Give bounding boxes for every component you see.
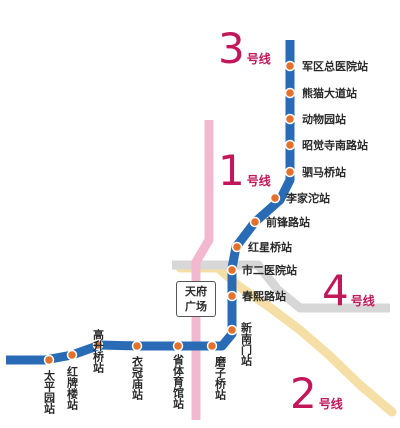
- tianfu-square-interchange[interactable]: 天府 广场: [176, 281, 216, 317]
- line-2-suffix: 号线: [318, 397, 343, 411]
- station-label-hongxingqiao: 红星桥站: [248, 241, 292, 254]
- station-dot-shengtiyu[interactable]: [172, 340, 184, 352]
- line-1-track: [191, 120, 214, 420]
- station-label-taipingyuan: 太平园站: [42, 370, 56, 414]
- station-dot-hongpailou[interactable]: [66, 349, 78, 361]
- station-label-dongwuyuan: 动物园站: [302, 113, 346, 126]
- station-label-gaoshengqiao: 高升桥站: [91, 329, 105, 373]
- line-4-number: 4: [322, 266, 349, 315]
- line-4-suffix: 号线: [350, 294, 375, 308]
- station-label-mozi: 磨子桥站: [213, 356, 227, 400]
- station-dot-xinnanmen[interactable]: [226, 324, 238, 336]
- station-label-xinnanmen: 新南门站: [239, 322, 253, 366]
- station-dot-junqu[interactable]: [284, 60, 296, 72]
- line-3-number: 3: [218, 24, 245, 73]
- station-dots: [43, 60, 296, 366]
- station-dot-yiguanmiao[interactable]: [131, 340, 143, 352]
- line-3-suffix: 号线: [246, 52, 271, 66]
- line-1-suffix: 号线: [246, 174, 271, 188]
- station-dot-xiongmao[interactable]: [284, 87, 296, 99]
- line-3-track: [6, 40, 295, 365]
- station-dot-shierjiyuan[interactable]: [226, 264, 238, 276]
- line-2-number: 2: [290, 369, 317, 418]
- station-label-hongpailou: 红牌楼站: [65, 366, 79, 410]
- hub-label-line-2: 广场: [185, 300, 207, 313]
- station-dot-taipingyuan[interactable]: [43, 354, 55, 366]
- station-dot-simaqiao[interactable]: [284, 166, 296, 178]
- station-label-qianfeng: 前锋路站: [266, 216, 310, 229]
- station-dot-hongxingqiao[interactable]: [231, 241, 243, 253]
- line-1-number: 1: [218, 146, 245, 195]
- station-label-shierjiyuan: 市二医院站: [242, 264, 297, 277]
- station-label-lijiatuo: 李家沱站: [286, 192, 330, 205]
- station-label-simaqiao: 驷马桥站: [302, 166, 346, 179]
- station-dot-dongwuyuan[interactable]: [284, 113, 296, 125]
- station-label-chunxi: 春熙路站: [242, 290, 286, 303]
- station-dot-lijiatuo[interactable]: [269, 192, 281, 204]
- station-label-yiguanmiao: 衣冠庙站: [130, 356, 144, 400]
- station-dot-gaoshengqiao[interactable]: [92, 339, 104, 351]
- hub-label-line-1: 天府: [185, 285, 207, 298]
- line-2-track: [175, 263, 397, 417]
- station-label-zhaojuesi: 昭觉寺南路站: [302, 139, 368, 152]
- station-label-junqu: 军区总医院站: [302, 60, 368, 73]
- station-label-xiongmao: 熊猫大道站: [302, 87, 357, 100]
- station-dot-qianfeng[interactable]: [249, 216, 261, 228]
- station-dot-chunxi[interactable]: [226, 290, 238, 302]
- station-label-shengtiyu: 省体育馆站: [171, 354, 185, 409]
- station-dot-zhaojuesi[interactable]: [284, 139, 296, 151]
- station-dot-mozi[interactable]: [206, 340, 218, 352]
